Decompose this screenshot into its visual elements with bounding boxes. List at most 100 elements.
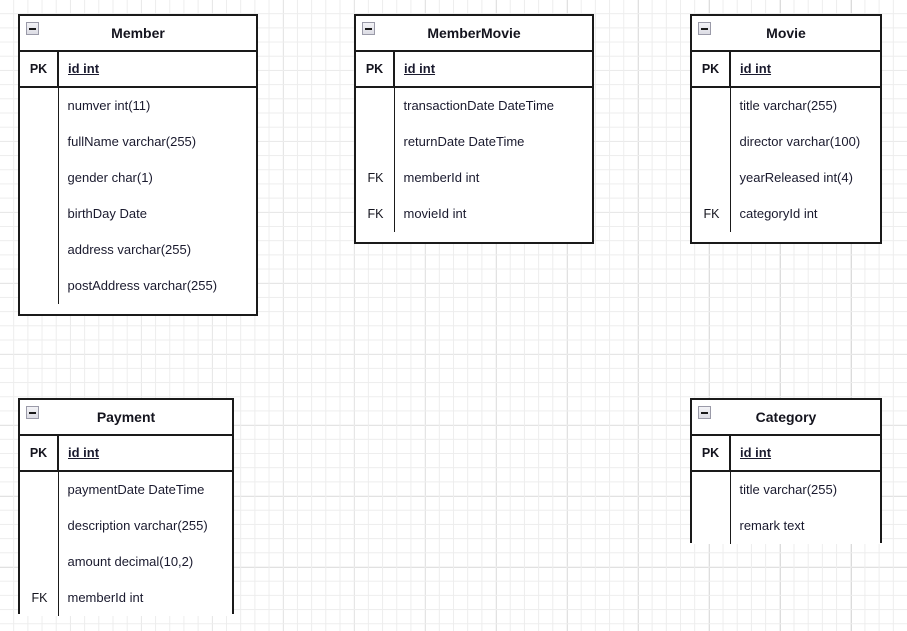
attribute-row[interactable]: returnDate DateTime	[356, 124, 592, 160]
key-marker-empty	[20, 88, 59, 124]
table-bottom-filler	[356, 232, 592, 242]
attribute-name: categoryId int	[729, 196, 881, 232]
entity-name: Member	[111, 25, 165, 41]
entity-title-bar[interactable]: Member	[20, 16, 256, 52]
pk-column-label: id int	[740, 61, 772, 76]
key-marker-empty	[20, 508, 59, 544]
pk-column-label: id int	[404, 61, 436, 76]
pk-column-name: id int	[731, 51, 880, 87]
attribute-row[interactable]: FK categoryId int	[692, 196, 880, 232]
primary-key-row[interactable]: PK id int	[692, 51, 880, 88]
attribute-row[interactable]: FK memberId int	[356, 160, 592, 196]
attribute-row[interactable]: title varchar(255)	[692, 88, 880, 124]
key-marker-empty	[20, 196, 59, 232]
attribute-name: gender char(1)	[57, 160, 257, 196]
primary-key-row[interactable]: PK id int	[20, 435, 232, 472]
key-marker-empty	[356, 124, 395, 160]
attribute-name: transactionDate DateTime	[393, 88, 593, 124]
attribute-row[interactable]: director varchar(100)	[692, 124, 880, 160]
entity-title-bar[interactable]: Payment	[20, 400, 232, 436]
attribute-name: memberId int	[393, 160, 593, 196]
attribute-row[interactable]: transactionDate DateTime	[356, 88, 592, 124]
entity-name: Payment	[96, 409, 156, 425]
entity-title-bar[interactable]: Movie	[692, 16, 880, 52]
fk-marker: FK	[31, 591, 48, 605]
pk-marker: PK	[20, 435, 59, 471]
pk-column-label: id int	[740, 445, 772, 460]
attribute-name: remark text	[729, 508, 881, 544]
key-marker-empty	[20, 472, 59, 508]
primary-key-row[interactable]: PK id int	[356, 51, 592, 88]
fk-marker: FK	[367, 171, 384, 185]
attribute-name: returnDate DateTime	[393, 124, 593, 160]
key-marker-empty	[20, 124, 59, 160]
entity-name: MemberMovie	[427, 25, 521, 41]
collapse-minus-icon[interactable]	[362, 22, 375, 35]
attribute-row[interactable]: numver int(11)	[20, 88, 256, 124]
attribute-name: description varchar(255)	[57, 508, 233, 544]
key-marker-empty	[692, 124, 731, 160]
entity-name: Category	[755, 409, 817, 425]
fk-marker: FK	[703, 207, 720, 221]
pk-column-name: id int	[59, 51, 256, 87]
attribute-name: fullName varchar(255)	[57, 124, 257, 160]
key-marker-empty	[20, 544, 59, 580]
pk-column-label: id int	[68, 445, 100, 460]
attribute-row[interactable]: title varchar(255)	[692, 472, 880, 508]
attribute-name: numver int(11)	[57, 88, 257, 124]
attribute-row[interactable]: gender char(1)	[20, 160, 256, 196]
attribute-name: movieId int	[393, 196, 593, 232]
attribute-row[interactable]: birthDay Date	[20, 196, 256, 232]
attribute-name: amount decimal(10,2)	[57, 544, 233, 580]
pk-marker: PK	[356, 51, 395, 87]
key-marker-empty	[692, 472, 731, 508]
primary-key-row[interactable]: PK id int	[20, 51, 256, 88]
key-marker-empty	[692, 88, 731, 124]
attribute-name: birthDay Date	[57, 196, 257, 232]
attribute-row[interactable]: description varchar(255)	[20, 508, 232, 544]
pk-marker: PK	[692, 51, 731, 87]
attribute-row[interactable]: paymentDate DateTime	[20, 472, 232, 508]
collapse-minus-icon[interactable]	[26, 406, 39, 419]
table-bottom-filler	[20, 304, 256, 314]
pk-marker: PK	[20, 51, 59, 87]
key-marker-empty	[20, 232, 59, 268]
pk-column-name: id int	[395, 51, 592, 87]
attribute-row[interactable]: FK movieId int	[356, 196, 592, 232]
pk-column-name: id int	[59, 435, 232, 471]
collapse-minus-icon[interactable]	[698, 22, 711, 35]
attribute-name: title varchar(255)	[729, 88, 881, 124]
pk-marker: PK	[692, 435, 731, 471]
attribute-name: yearReleased int(4)	[729, 160, 881, 196]
attribute-name: director varchar(100)	[729, 124, 881, 160]
entity-title-bar[interactable]: MemberMovie	[356, 16, 592, 52]
attribute-row[interactable]: amount decimal(10,2)	[20, 544, 232, 580]
attribute-name: postAddress varchar(255)	[57, 268, 257, 304]
pk-column-name: id int	[731, 435, 880, 471]
key-marker-empty	[20, 160, 59, 196]
primary-key-row[interactable]: PK id int	[692, 435, 880, 472]
table-bottom-filler	[692, 232, 880, 242]
key-marker-empty	[692, 160, 731, 196]
attribute-row[interactable]: yearReleased int(4)	[692, 160, 880, 196]
collapse-minus-icon[interactable]	[698, 406, 711, 419]
attribute-name: address varchar(255)	[57, 232, 257, 268]
attribute-row[interactable]: address varchar(255)	[20, 232, 256, 268]
attribute-row[interactable]: postAddress varchar(255)	[20, 268, 256, 304]
attribute-name: paymentDate DateTime	[57, 472, 233, 508]
fk-marker: FK	[367, 207, 384, 221]
pk-column-label: id int	[68, 61, 100, 76]
entity-name: Movie	[766, 25, 806, 41]
key-marker-empty	[20, 268, 59, 304]
entity-title-bar[interactable]: Category	[692, 400, 880, 436]
key-marker-empty	[356, 88, 395, 124]
attribute-row[interactable]: fullName varchar(255)	[20, 124, 256, 160]
attribute-row[interactable]: remark text	[692, 508, 880, 544]
collapse-minus-icon[interactable]	[26, 22, 39, 35]
